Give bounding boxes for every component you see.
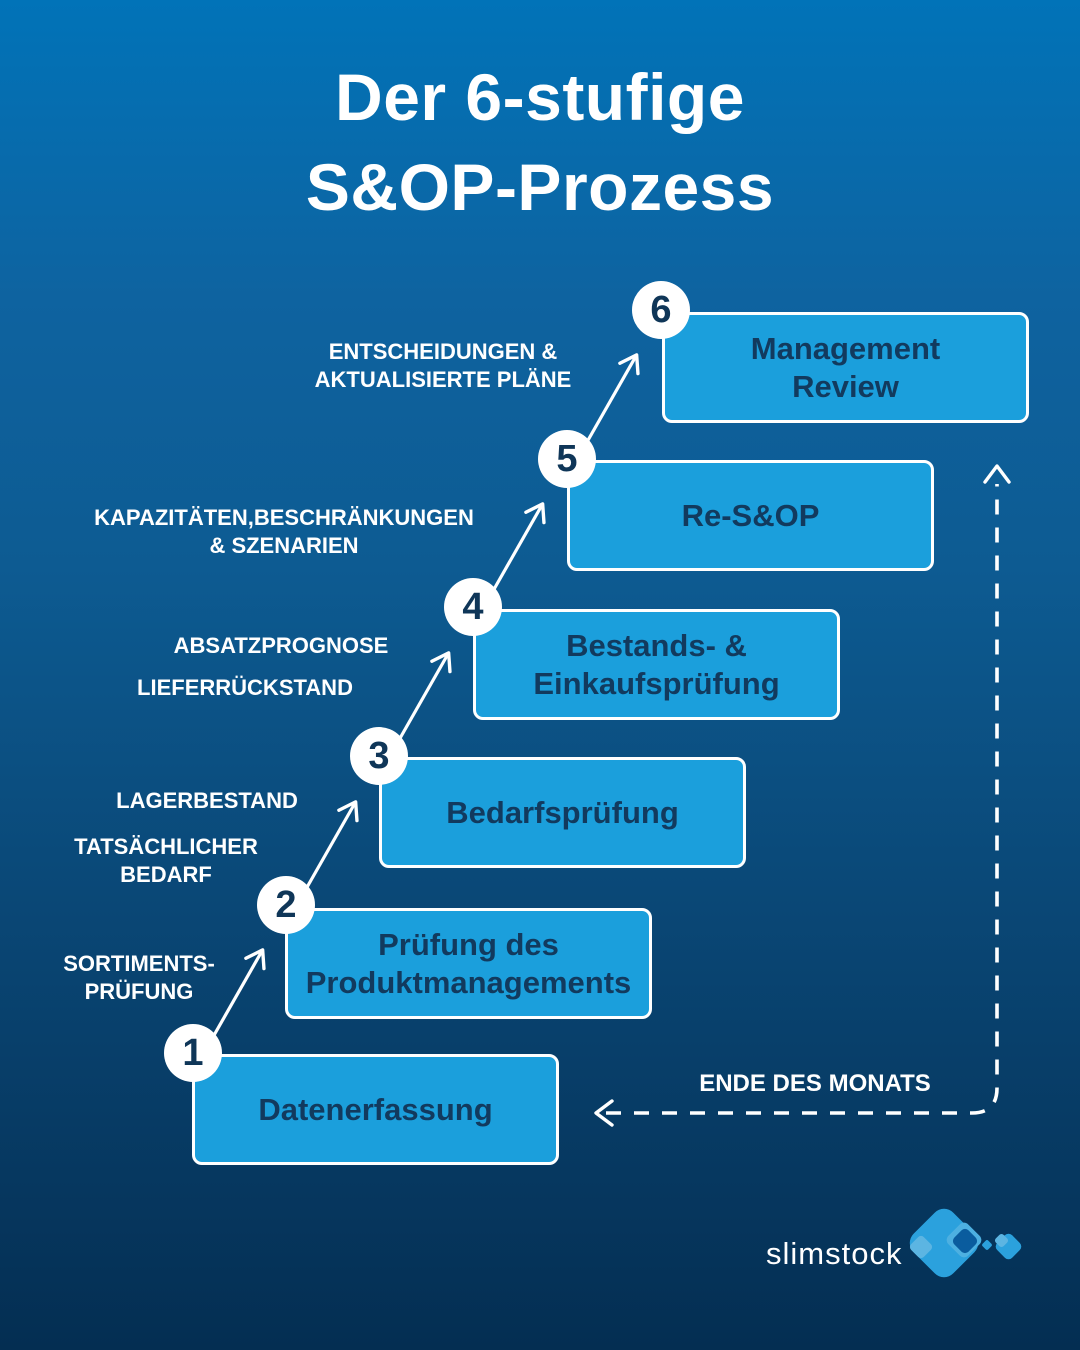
input-label-line: SORTIMENTS- [63,951,215,976]
input-label-line: TATSÄCHLICHER [74,834,258,859]
input-label-line: ABSATZPROGNOSE [173,633,389,658]
page-title: Der 6-stufige S&OP-Prozess [0,52,1080,232]
input-label-tatsaechlicher-bedarf: TATSÄCHLICHER BEDARF [74,833,258,889]
input-label-lagerbestand: LAGERBESTAND [116,787,298,815]
arrow-step4-to-step5 [491,502,546,592]
input-label-line: LIEFERRÜCKSTAND [137,675,353,700]
dashed-arrowhead-left-icon [594,1099,614,1127]
end-of-month-label: ENDE DES MONATS [699,1070,931,1097]
step-number-4: 4 [444,578,502,636]
step-box-label: Prüfung des [378,926,559,962]
step-box-datenerfassung: Datenerfassung [192,1054,559,1165]
input-label-kapazitaeten: KAPAZITÄTEN,BESCHRÄNKUNGEN & SZENARIEN [94,504,474,560]
page-title-line1: Der 6-stufige [335,60,745,134]
input-label-absatzprognose: ABSATZPROGNOSE [174,632,389,660]
input-label-line: KAPAZITÄTEN,BESCHRÄNKUNGEN [94,505,474,530]
step-box-label: Bedarfsprüfung [446,794,679,830]
step-box-label: Bestands- & [566,627,747,663]
step-number-1: 1 [164,1024,222,1082]
dashed-arrowhead-up-icon [983,464,1011,484]
step-box-label: Re-S&OP [681,497,820,533]
step-box-label-line2: Review [792,368,899,404]
step-box-label-line2: Einkaufsprüfung [533,665,780,701]
step-box-label: Datenerfassung [258,1091,493,1127]
step-box-label-line2: Produktmanagements [305,964,632,1000]
step-box-produktmanagement: Prüfung des Produktmanagements [285,908,652,1019]
input-label-line: BEDARF [120,862,212,887]
slimstock-logo-icon [904,1203,1036,1283]
step-box-bestands-einkaufspruefung: Bestands- & Einkaufsprüfung [473,609,840,720]
input-label-line: ENTSCHEIDUNGEN & [328,339,558,364]
slimstock-logo: slimstock [766,1203,1036,1283]
arrow-step5-to-step6 [585,353,640,443]
input-label-line: LAGERBESTAND [116,788,298,813]
step-box-management-review: Management Review [662,312,1029,423]
arrow-step2-to-step3 [304,800,359,890]
input-label-lieferrueckstand: LIEFERRÜCKSTAND [137,674,353,702]
step-number-2: 2 [257,876,315,934]
input-label-line: & SZENARIEN [209,533,359,558]
logo-diamond-tiny [981,1239,994,1251]
page-title-line2: S&OP-Prozess [305,150,775,224]
input-label-line: PRÜFUNG [84,979,194,1004]
step-number-3: 3 [350,727,408,785]
step-number-5: 5 [538,430,596,488]
input-label-line: AKTUALISIERTE PLÄNE [314,367,572,392]
input-label-sortimentspruefung: SORTIMENTS- PRÜFUNG [63,950,215,1006]
step-box-label: Management [750,330,941,366]
arrow-step1-to-step2 [211,948,266,1038]
step-box-re-sop: Re-S&OP [567,460,934,571]
step-box-bedarfspruefung: Bedarfsprüfung [379,757,746,868]
slimstock-logo-text: slimstock [766,1236,903,1271]
step-number-6: 6 [632,281,690,339]
input-label-entscheidungen: ENTSCHEIDUNGEN & AKTUALISIERTE PLÄNE [315,338,572,394]
arrow-step3-to-step4 [397,651,452,741]
